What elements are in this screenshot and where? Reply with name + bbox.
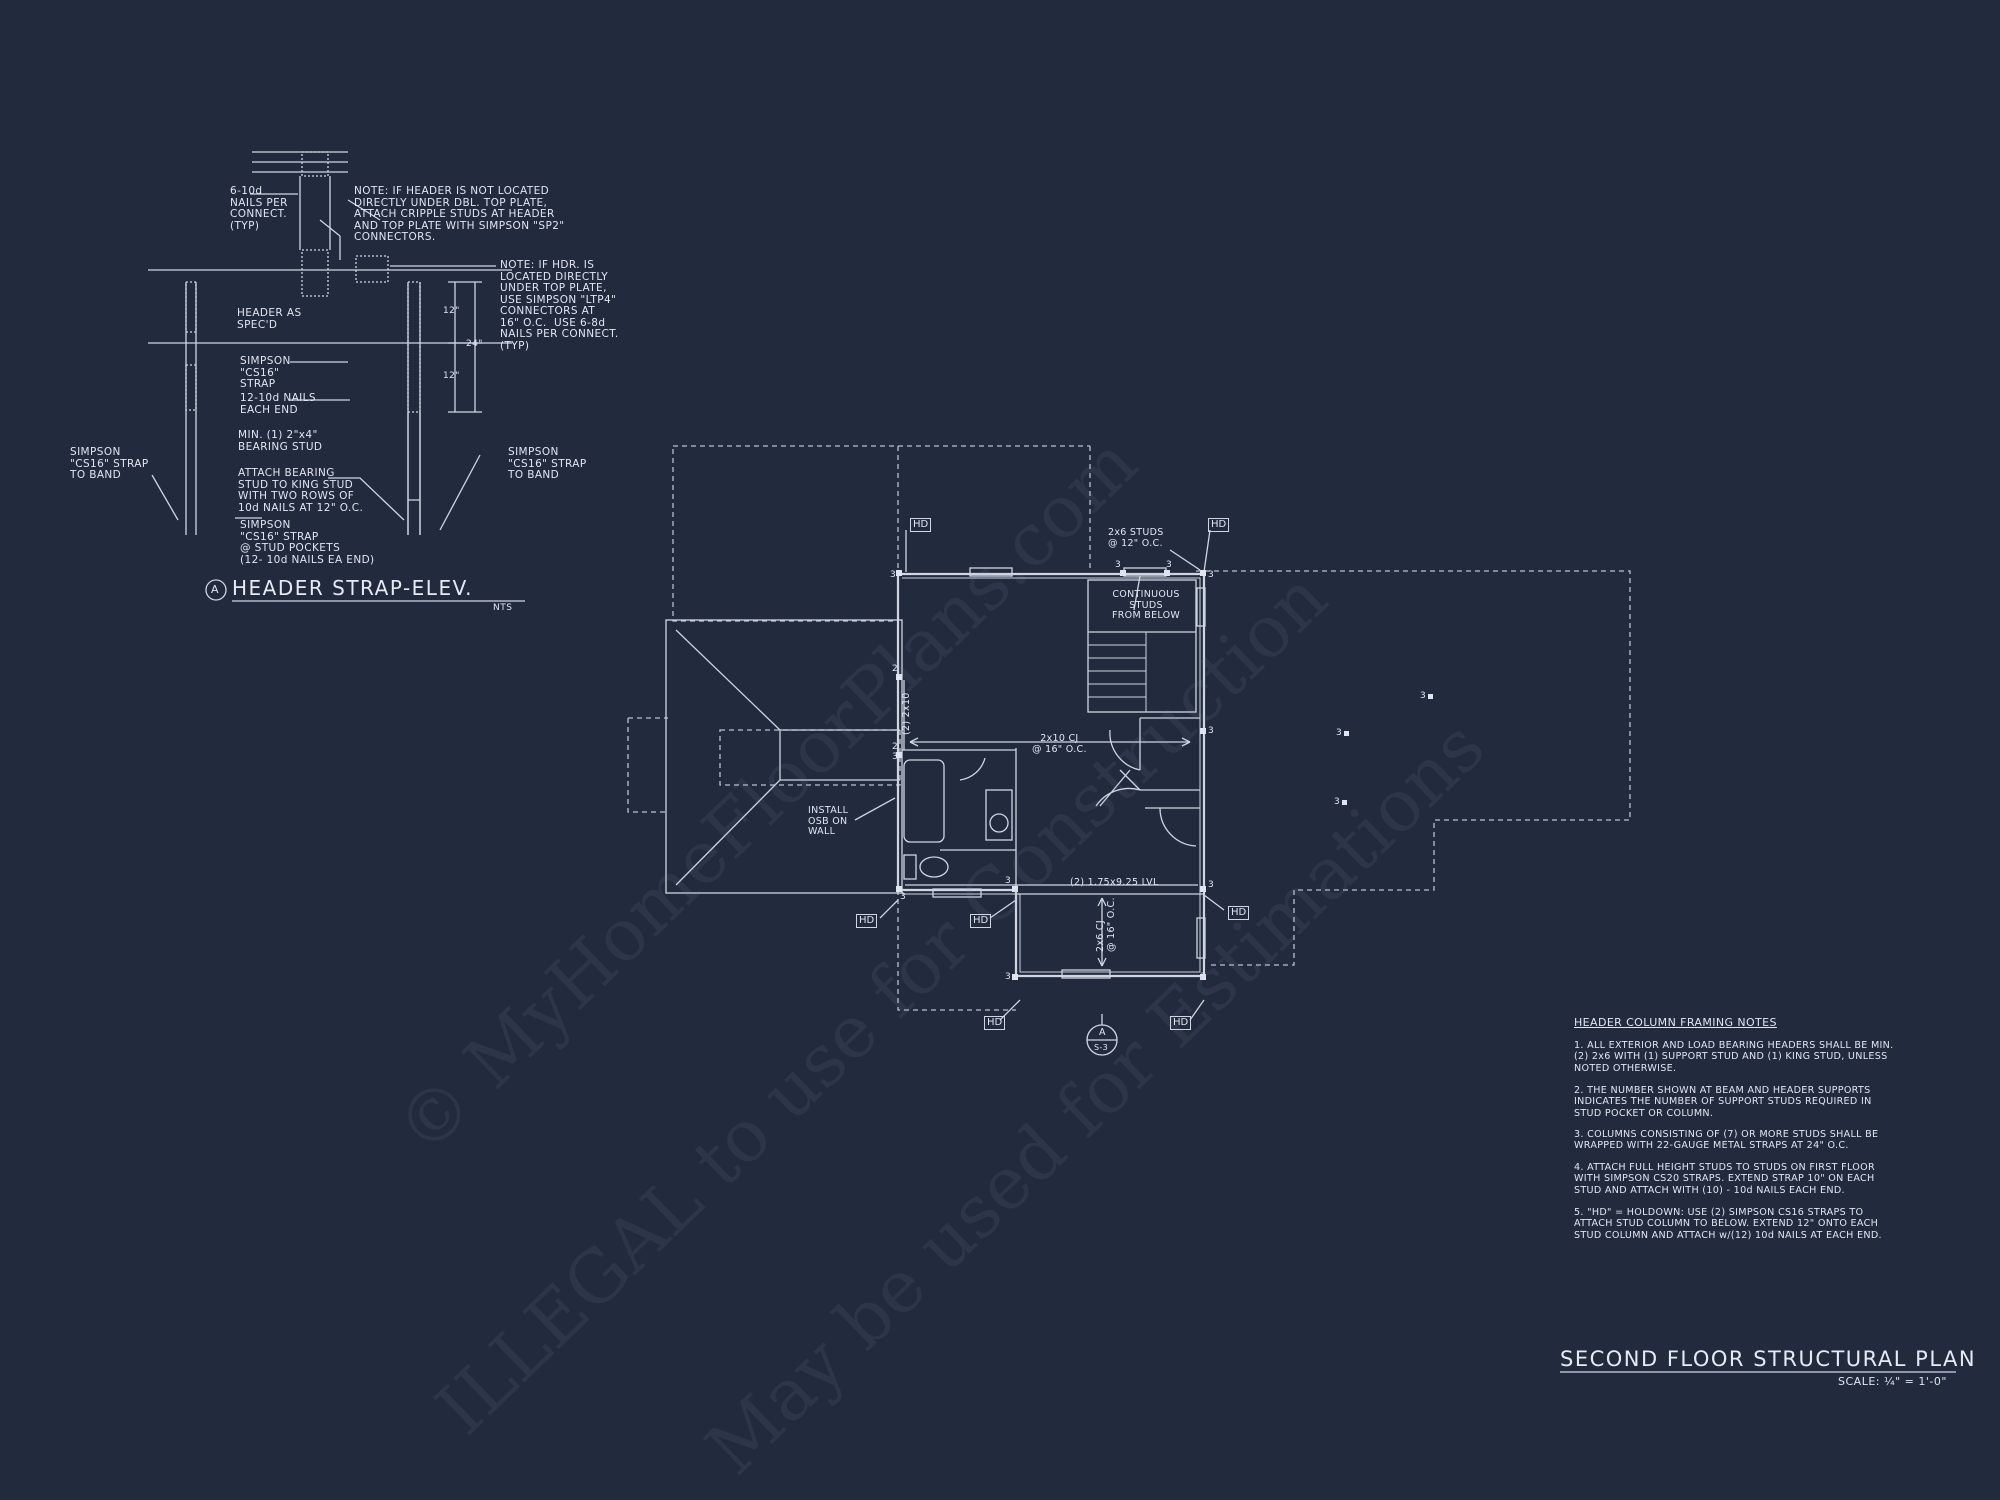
support-count: 3 (1115, 560, 1121, 570)
holdown-tag: HD (970, 914, 992, 928)
support-count: 3 (1336, 728, 1342, 738)
section-marker-letter: A (1099, 1027, 1106, 1038)
detail-title: HEADER STRAP-ELEV. (232, 576, 474, 600)
note-hdr-located: NOTE: IF HDR. IS LOCATED DIRECTLY UNDER … (500, 259, 619, 352)
support-count: 3 (1005, 972, 1011, 982)
header-note-5: 5. "HD" = HOLDOWN: USE (2) SIMPSON CS16 … (1574, 1207, 1882, 1241)
holdown-tag: HD (910, 518, 932, 532)
label-install-osb: INSTALL OSB ON WALL (808, 805, 849, 837)
support-count: 3 (1005, 876, 1011, 886)
note-header-as-specd: HEADER AS SPEC'D (237, 307, 302, 331)
support-count: 3 (1334, 797, 1340, 807)
header-note-1: 1. ALL EXTERIOR AND LOAD BEARING HEADERS… (1574, 1040, 1894, 1074)
support-count: 3 (1200, 972, 1206, 982)
note-simpson-cs16: SIMPSON "CS16" STRAP (240, 355, 291, 390)
sheet-scale: SCALE: ¼" = 1'-0" (1838, 1375, 1947, 1388)
holdown-tag: HD (1170, 1016, 1192, 1030)
header-notes-title: HEADER COLUMN FRAMING NOTES (1574, 1016, 1777, 1029)
sheet-title: SECOND FLOOR STRUCTURAL PLAN (1560, 1347, 1977, 1371)
note-attach-bearing: ATTACH BEARING STUD TO KING STUD WITH TW… (238, 467, 364, 514)
holdown-tag: HD (1228, 906, 1250, 920)
support-count: 3 (1420, 691, 1426, 701)
label-continuous-studs: CONTINUOUS STUDS FROM BELOW (1112, 589, 1181, 621)
holdown-tag: HD (856, 914, 878, 928)
holdown-tag: HD (984, 1016, 1006, 1030)
dimension-12-bottom: 12" (443, 371, 460, 381)
note-bearing-stud: MIN. (1) 2"x4" BEARING STUD (238, 429, 323, 453)
header-note-3: 3. COLUMNS CONSISTING OF (7) OR MORE STU… (1574, 1129, 1879, 1152)
support-count: 3 (1208, 570, 1214, 580)
header-note-2: 2. THE NUMBER SHOWN AT BEAM AND HEADER S… (1574, 1085, 1872, 1119)
label-lvl-beam: (2) 1.75x9.25 LVL (1070, 877, 1159, 888)
label-2x6-cj: 2x6 CJ @ 16" O.C. (1095, 897, 1117, 952)
label-2x10-cj: 2x10 CJ @ 16" O.C. (1032, 733, 1087, 755)
support-count: 3 (1208, 880, 1214, 890)
dimension-12-top: 12" (443, 306, 460, 316)
dimension-24: 24" (466, 339, 483, 349)
holdown-tag: HD (1208, 518, 1230, 532)
support-count: 3 (1166, 560, 1172, 570)
note-header-not-located: NOTE: IF HEADER IS NOT LOCATED DIRECTLY … (354, 185, 565, 243)
label-2x6-studs: 2x6 STUDS @ 12" O.C. (1108, 527, 1164, 549)
note-strap-right: SIMPSON "CS16" STRAP TO BAND (508, 446, 587, 481)
note-strap-left: SIMPSON "CS16" STRAP TO BAND (70, 446, 149, 481)
second-floor-plan (627, 445, 1631, 1056)
header-note-4: 4. ATTACH FULL HEIGHT STUDS TO STUDS ON … (1574, 1162, 1875, 1196)
support-count: 2 (892, 742, 898, 752)
support-count: 3 (900, 892, 906, 902)
note-nails-per-connect: 6-10d NAILS PER CONNECT. (TYP) (230, 185, 288, 232)
note-stud-pockets: SIMPSON "CS16" STRAP @ STUD POCKETS (12-… (240, 519, 375, 566)
support-count: 3 (892, 752, 898, 762)
note-nails-each-end: 12-10d NAILS EACH END (240, 392, 316, 416)
section-marker-sheet: S-3 (1094, 1043, 1108, 1052)
support-count: 3 (890, 570, 896, 580)
support-count: 3 (1208, 726, 1214, 736)
detail-bubble: A (211, 583, 220, 596)
detail-header-strap-elevation (148, 151, 525, 602)
label-2x10-beam: (2) 2x10 (901, 692, 912, 735)
support-count: 2 (892, 664, 898, 674)
detail-scale: NTS (493, 603, 513, 613)
